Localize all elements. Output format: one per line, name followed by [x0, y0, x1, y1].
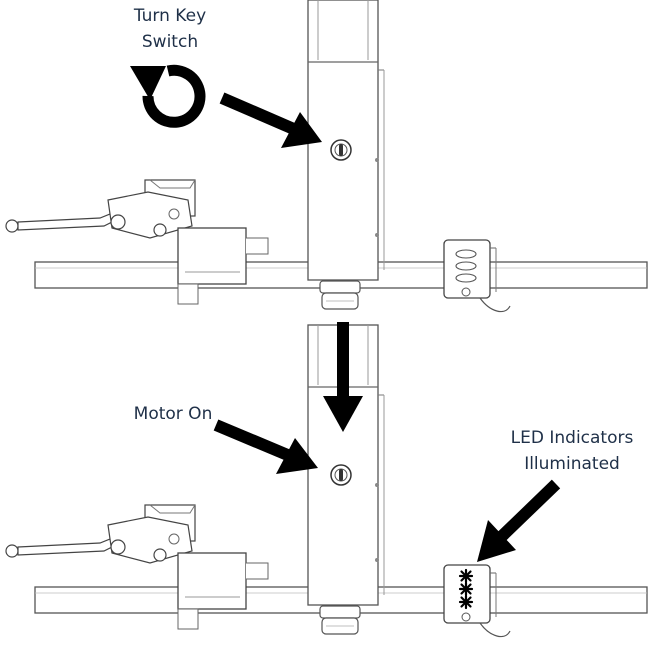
motor-on-label: Motor On — [133, 404, 213, 424]
arrow-to-motor-on — [213, 419, 318, 474]
led-cluster-icon — [458, 568, 474, 610]
turn-key-label-line1: Turn Key — [133, 6, 207, 26]
led-indicators-label-line2: Illuminated — [524, 454, 620, 474]
led-indicators-label-line1: LED Indicators — [510, 428, 634, 448]
led-indicators-on — [458, 568, 474, 610]
arrow-to-key-switch — [219, 92, 322, 148]
turn-key-label-line2: Switch — [141, 32, 199, 52]
handlebar-assembly-off — [5, 0, 648, 313]
arrow-down-transition — [323, 322, 363, 432]
counterclockwise-rotate-icon — [130, 64, 206, 128]
handlebar-assembly-on — [5, 324, 648, 638]
led-indicators-off — [455, 249, 477, 283]
arrow-to-led-indicators — [477, 479, 561, 562]
